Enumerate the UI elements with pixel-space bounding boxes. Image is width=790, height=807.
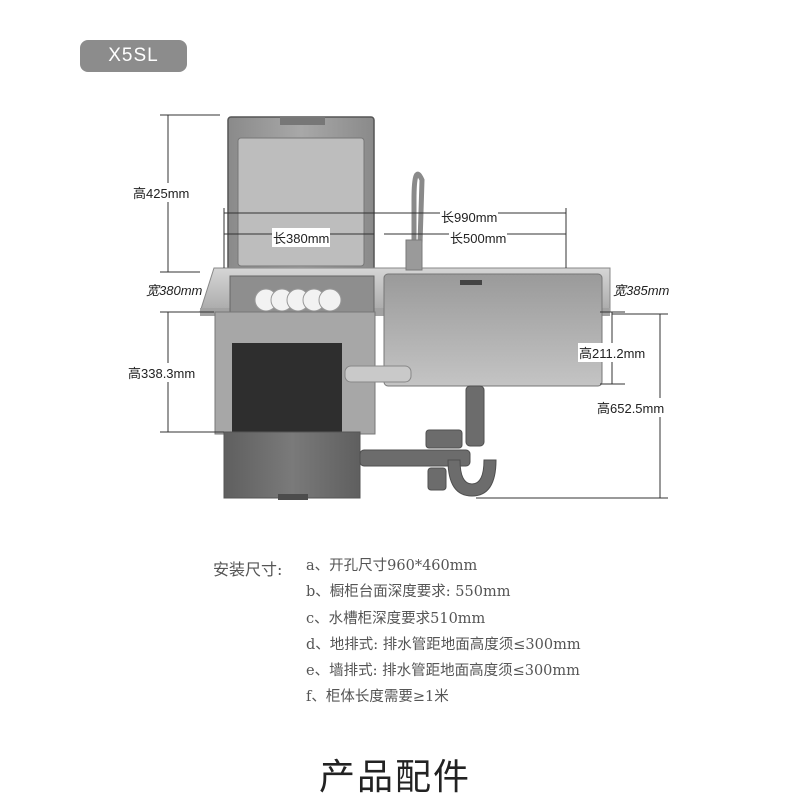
- install-item-a: a、开孔尺寸960*460mm: [306, 558, 478, 574]
- dishwasher-lid: [227, 116, 375, 278]
- dishwasher-body: [214, 311, 412, 500]
- install-item-c: c、水槽柜深度要求510mm: [306, 610, 486, 627]
- model-badge: X5SL: [80, 40, 187, 72]
- install-label: 安装尺寸:: [213, 560, 283, 579]
- install-item-b: b、橱柜台面深度要求: 550mm: [306, 584, 511, 601]
- faucet: [405, 171, 425, 271]
- dishwasher-length-label: 长380mm: [272, 228, 331, 247]
- dishwasher-height-label: 高338.3mm: [127, 363, 197, 382]
- install-item-f: f、柜体长度需要≥1米: [306, 689, 449, 706]
- sink-width-label: 宽385mm: [613, 283, 670, 298]
- lid-height-label: 高425mm: [132, 183, 191, 202]
- overall-height-label: 高652.5mm: [596, 398, 666, 417]
- section-title: 产品配件: [318, 757, 471, 798]
- sink-basin: [383, 273, 603, 387]
- drain-pipes: [359, 385, 497, 497]
- total-length-label: 长990mm: [440, 207, 499, 226]
- install-item-d: d、地排式: 排水管距地面高度须≤300mm: [306, 636, 581, 653]
- dishes: [254, 288, 342, 312]
- sink-height-label: 高211.2mm: [578, 343, 647, 362]
- install-item-e: e、墙排式: 排水管距地面高度须≤300mm: [306, 663, 580, 680]
- sink-length-label: 长500mm: [449, 228, 508, 247]
- product-dimension-diagram: [160, 114, 668, 500]
- install-list: a、开孔尺寸960*460mm b、橱柜台面深度要求: 550mm c、水槽柜深…: [306, 556, 581, 714]
- dishwasher-width-label: 宽380mm: [146, 283, 203, 298]
